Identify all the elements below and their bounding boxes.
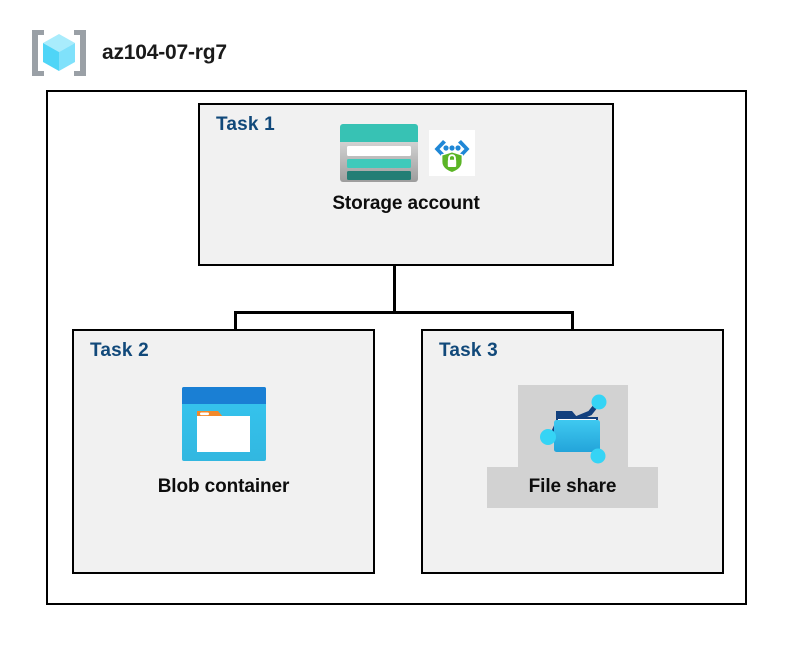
file-share-caption-highlight: File share <box>486 467 659 508</box>
file-share-node[interactable]: File share <box>421 385 724 508</box>
task-3-label: Task 3 <box>439 340 498 361</box>
resource-group-name: az104-07-rg7 <box>102 41 227 64</box>
storage-account-node[interactable]: Storage account <box>198 118 614 215</box>
blob-container-icon <box>181 387 266 461</box>
task-1-label: Task 1 <box>216 114 275 135</box>
storage-icon-row <box>338 118 475 188</box>
storage-account-icon <box>339 124 418 182</box>
task-2-box[interactable]: Task 2 <box>72 329 375 574</box>
connector-crossbar <box>234 311 574 314</box>
file-share-icon <box>539 394 606 464</box>
blob-container-node[interactable]: Blob container <box>72 385 375 498</box>
resource-group-icon <box>32 30 86 76</box>
task-2-label: Task 2 <box>90 340 149 361</box>
resource-group-header: az104-07-rg7 <box>30 27 227 79</box>
file-share-caption: File share <box>528 476 617 497</box>
blob-container-caption: Blob container <box>157 476 290 497</box>
storage-account-caption: Storage account <box>332 193 480 214</box>
secure-endpoint-icon <box>428 130 475 176</box>
file-share-icon-highlight <box>517 385 628 467</box>
